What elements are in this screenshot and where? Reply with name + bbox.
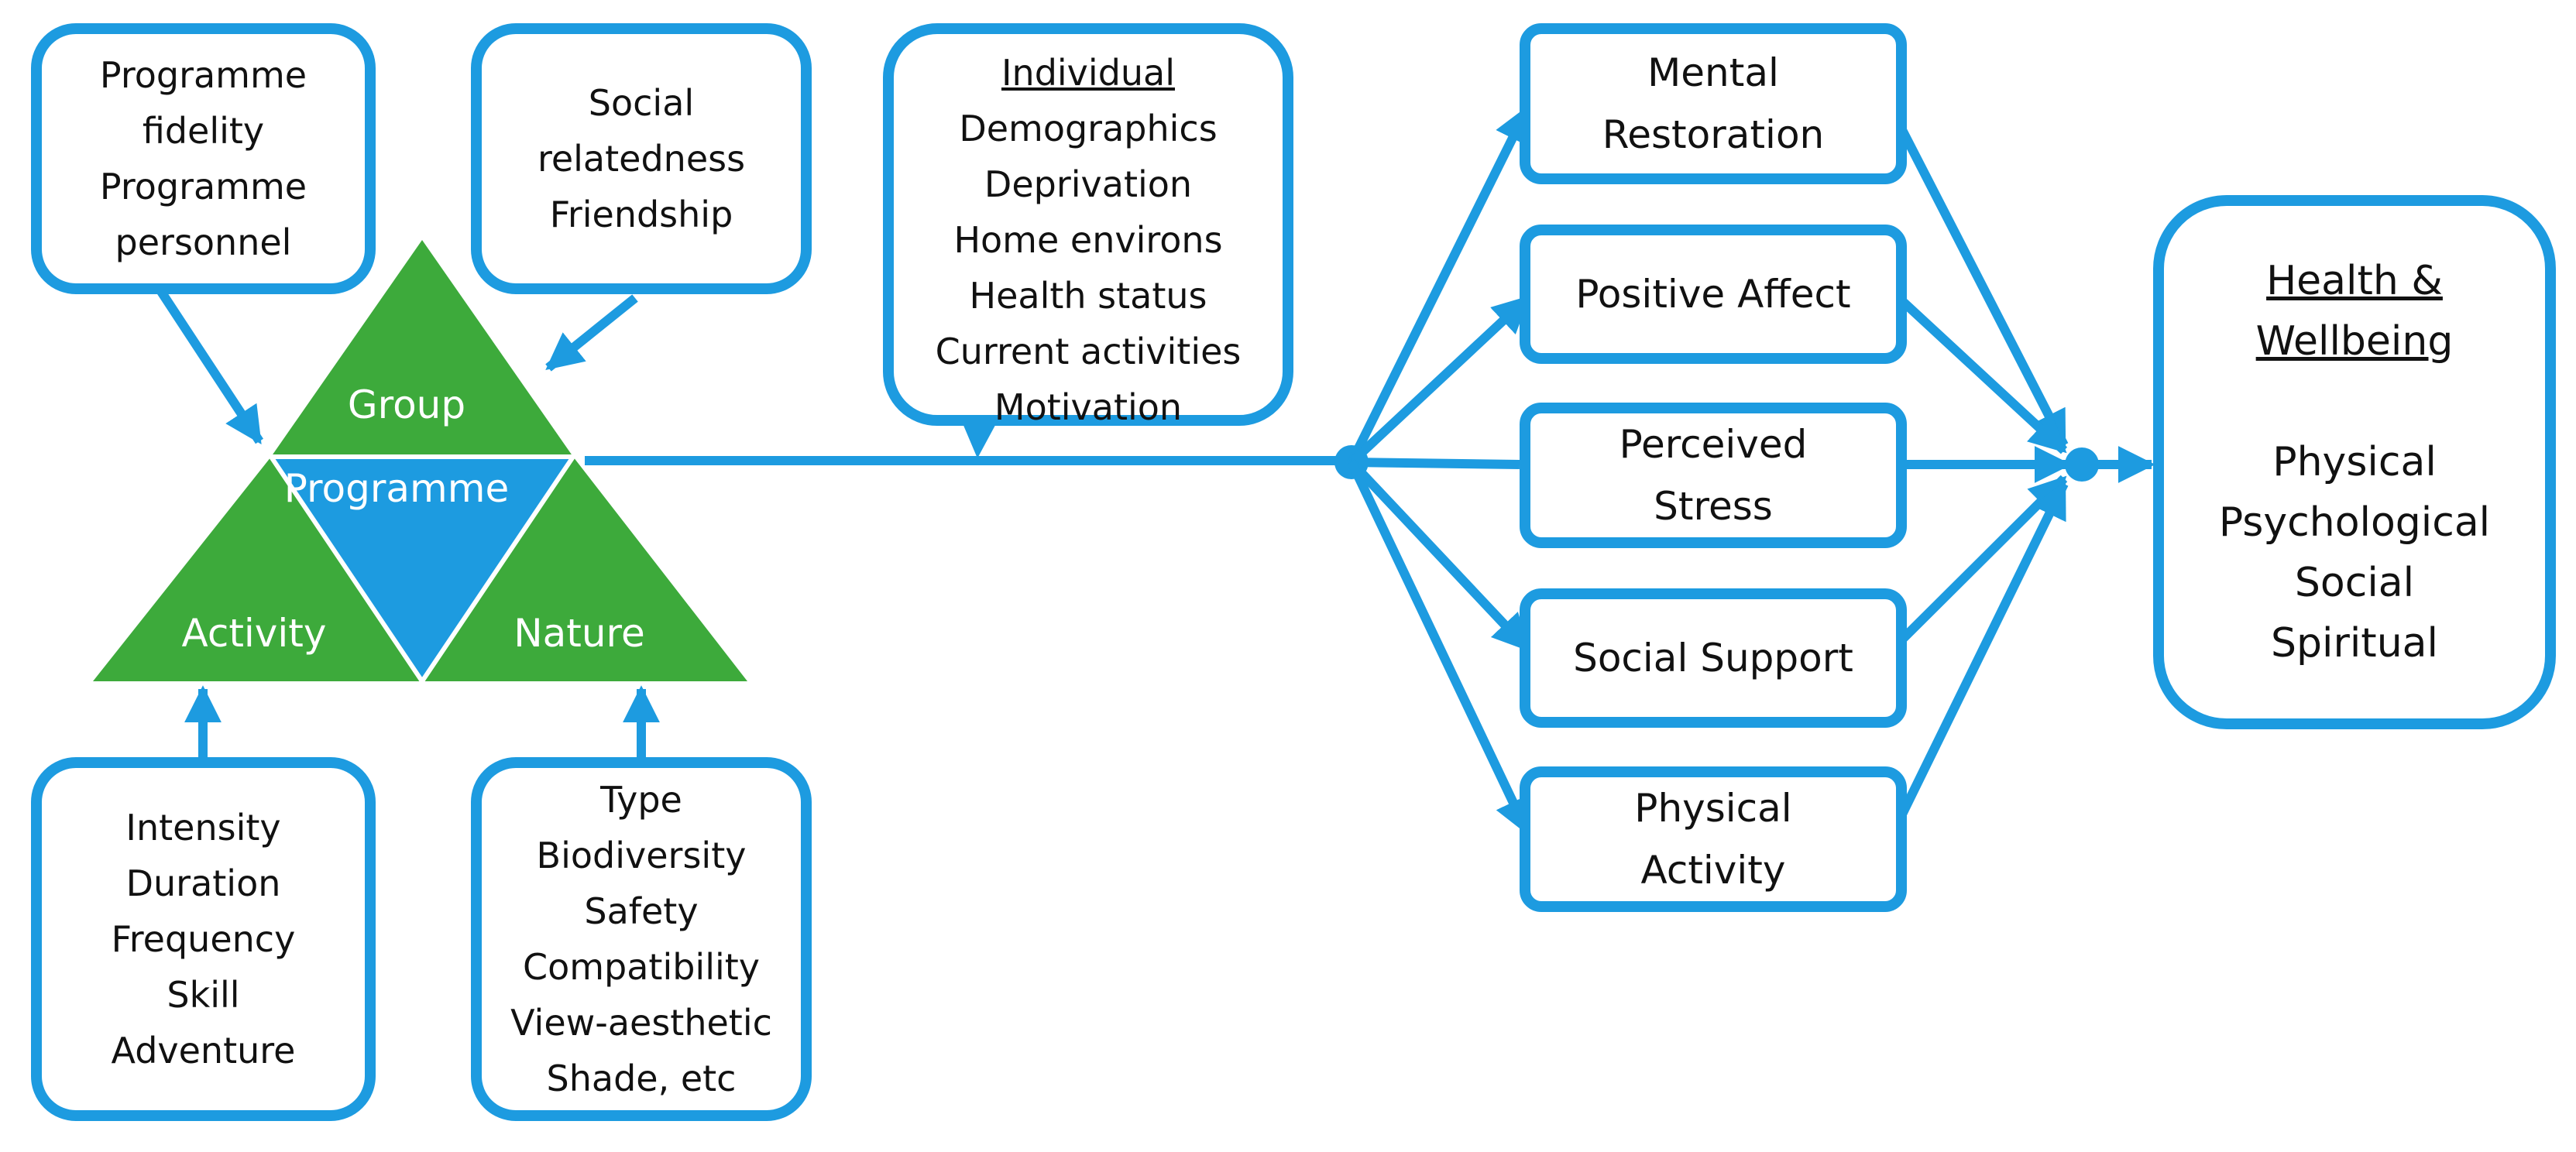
factor-text: Home environs [953, 219, 1223, 261]
mediator-social-support: Social Support [1520, 588, 1907, 728]
outcome-heading-line: Wellbeing [2255, 318, 2454, 365]
factor-text: Deprivation [984, 163, 1193, 205]
outcome-item: Physical [2272, 439, 2437, 485]
programme-label: Programme [284, 466, 509, 511]
outcome-item: Social [2294, 560, 2415, 606]
factor-text: Current activities [935, 331, 1242, 372]
factor-text: Type [600, 779, 682, 821]
factor-text: Intensity [125, 807, 281, 849]
mediator-text: Perceived [1619, 422, 1808, 467]
factor-text: View-aesthetic [510, 1002, 772, 1044]
factor-text: Adventure [111, 1030, 296, 1071]
arrow-hub-to-physical-activity [1347, 460, 1532, 836]
mediator-mental-restoration: Mental Restoration [1520, 23, 1907, 184]
mediator-positive-affect: Positive Affect [1520, 225, 1907, 364]
arrow-social-support-to-hub [1895, 475, 2068, 646]
factor-text: Friendship [549, 194, 733, 235]
factor-text: Programme [99, 54, 307, 96]
programme-triangle [266, 454, 578, 686]
mediator-text: Restoration [1602, 112, 1825, 157]
individual-heading: Individual [1001, 52, 1176, 94]
factor-text: Duration [125, 862, 281, 904]
factor-text: fidelity [142, 110, 265, 152]
arrow-hub-to-positive-affect [1348, 294, 1531, 466]
social-factors-box: Social relatedness Friendship [471, 23, 812, 294]
nature-factors-box: Type Biodiversity Safety Compatibility V… [471, 757, 812, 1121]
factor-text: Compatibility [522, 946, 761, 988]
factor-text: Shade, etc [546, 1058, 737, 1099]
arrow-social-to-triangle [545, 294, 638, 372]
mediator-text: Physical [1634, 786, 1792, 831]
mediator-text: Social Support [1573, 636, 1853, 681]
mediator-physical-activity: Physical Activity [1520, 766, 1907, 912]
nature-label: Nature [513, 611, 645, 656]
factor-text: Social [588, 82, 695, 124]
mediator-text: Positive Affect [1575, 272, 1851, 317]
activity-factors-box: Intensity Duration Frequency Skill Adven… [31, 757, 376, 1121]
factor-text: relatedness [537, 138, 746, 180]
mediator-text: Activity [1640, 848, 1786, 893]
factor-text: Safety [584, 890, 699, 932]
factor-text: personnel [115, 221, 292, 263]
individual-factors-box: Individual Demographics Deprivation Home… [883, 23, 1293, 428]
mediator-perceived-stress: Perceived Stress [1520, 403, 1907, 548]
arrow-positive-affect-to-hub [1895, 294, 2068, 454]
factor-text: Demographics [959, 108, 1218, 149]
outcome-item: Psychological [2218, 499, 2491, 546]
nature-triangle [422, 457, 747, 681]
arrow-hub-to-social-support [1348, 458, 1531, 653]
activity-label: Activity [182, 611, 327, 656]
arrow-hub-to-mental-restoration [1347, 105, 1532, 465]
activity-triangle [93, 457, 422, 681]
mediator-text: Mental [1647, 50, 1779, 95]
mediator-text: Stress [1654, 484, 1773, 529]
factor-text: Programme [99, 166, 307, 207]
factor-text: Motivation [994, 386, 1183, 428]
arrow-mental-restoration-to-hub [1894, 122, 2069, 449]
individual-callout-pointer [960, 418, 999, 458]
outcome-item: Spiritual [2271, 620, 2438, 667]
arrow-hub-to-perceived-stress [1351, 458, 1520, 469]
arrow-programme-to-triangle [154, 285, 264, 445]
factor-text: Skill [167, 974, 240, 1016]
outcome-heading-line: Health & [2266, 258, 2443, 304]
arrow-physical-activity-to-hub [1894, 480, 2069, 823]
factor-text: Biodiversity [536, 835, 747, 876]
group-label: Group [348, 382, 465, 427]
factor-text: Health status [969, 275, 1207, 317]
factor-text: Frequency [111, 918, 296, 960]
group-triangle [271, 240, 573, 457]
programme-factors-box: Programme fidelity Programme personnel [31, 23, 376, 294]
health-wellbeing-box: Health & Wellbeing Physical Psychologica… [2153, 195, 2556, 729]
